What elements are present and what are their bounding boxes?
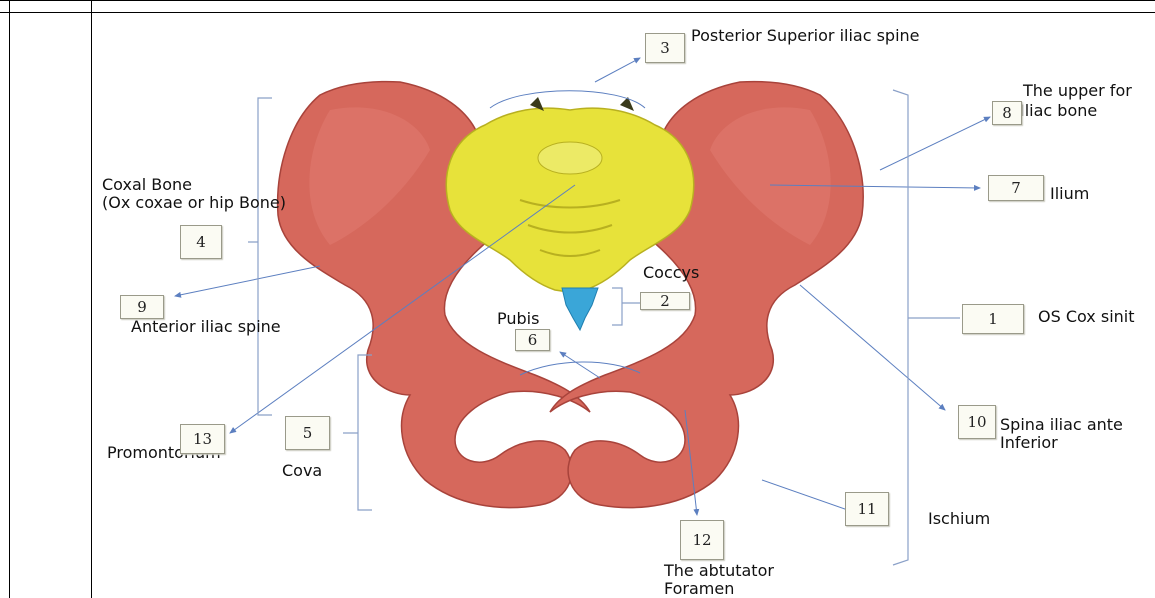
leader-6 <box>560 352 600 378</box>
leader-3 <box>595 58 640 82</box>
label-os-cox-sinit: OS Cox sinit <box>1038 308 1135 326</box>
label-ilium: Ilium <box>1050 185 1089 203</box>
label-iliac-bone: Iliac bone <box>1020 102 1097 120</box>
leader-9 <box>175 266 320 296</box>
label-ischium: Ischium <box>928 510 990 528</box>
label-coxal-bone-sub: (Ox coxae or hip Bone) <box>102 194 286 212</box>
number-box-10: 10 <box>958 405 996 439</box>
number-box-7: 7 <box>988 175 1044 201</box>
leader-10 <box>800 285 945 410</box>
number-box-12: 12 <box>680 520 724 560</box>
number-box-8: 8 <box>992 101 1022 125</box>
label-coccys: Coccys <box>643 264 699 282</box>
number-box-11: 11 <box>845 492 889 526</box>
bracket-4 <box>248 98 272 415</box>
number-box-9: 9 <box>120 295 164 319</box>
number-box-6: 6 <box>515 329 550 351</box>
label-pubis: Pubis <box>497 310 539 328</box>
bracket-2 <box>612 288 640 325</box>
number-box-13: 13 <box>180 424 225 454</box>
leader-8 <box>880 117 990 170</box>
number-box-5: 5 <box>285 416 330 450</box>
bracket-1 <box>893 90 960 565</box>
label-upper-for: The upper for <box>1023 82 1132 100</box>
label-posterior-superior-iliac-spine: Posterior Superior iliac spine <box>691 27 920 45</box>
label-inferior: Inferior <box>1000 434 1058 452</box>
sacrum-spinous-right <box>620 97 634 111</box>
number-box-2: 2 <box>640 292 690 310</box>
bracket-5 <box>343 355 372 510</box>
label-anterior-iliac-spine: Anterior iliac spine <box>131 318 281 336</box>
sacrum-body <box>538 142 602 174</box>
label-coxal-bone: Coxal Bone <box>102 176 192 194</box>
label-spina-iliac-ante: Spina iliac ante <box>1000 416 1123 434</box>
number-box-3: 3 <box>645 33 685 63</box>
label-cova: Cova <box>282 462 322 480</box>
coccyx <box>562 288 598 330</box>
number-box-1: 1 <box>962 304 1024 334</box>
label-abtutator-line1: The abtutator <box>664 562 774 580</box>
number-box-4: 4 <box>180 225 222 259</box>
label-abtutator-line2: Foramen <box>664 580 734 598</box>
